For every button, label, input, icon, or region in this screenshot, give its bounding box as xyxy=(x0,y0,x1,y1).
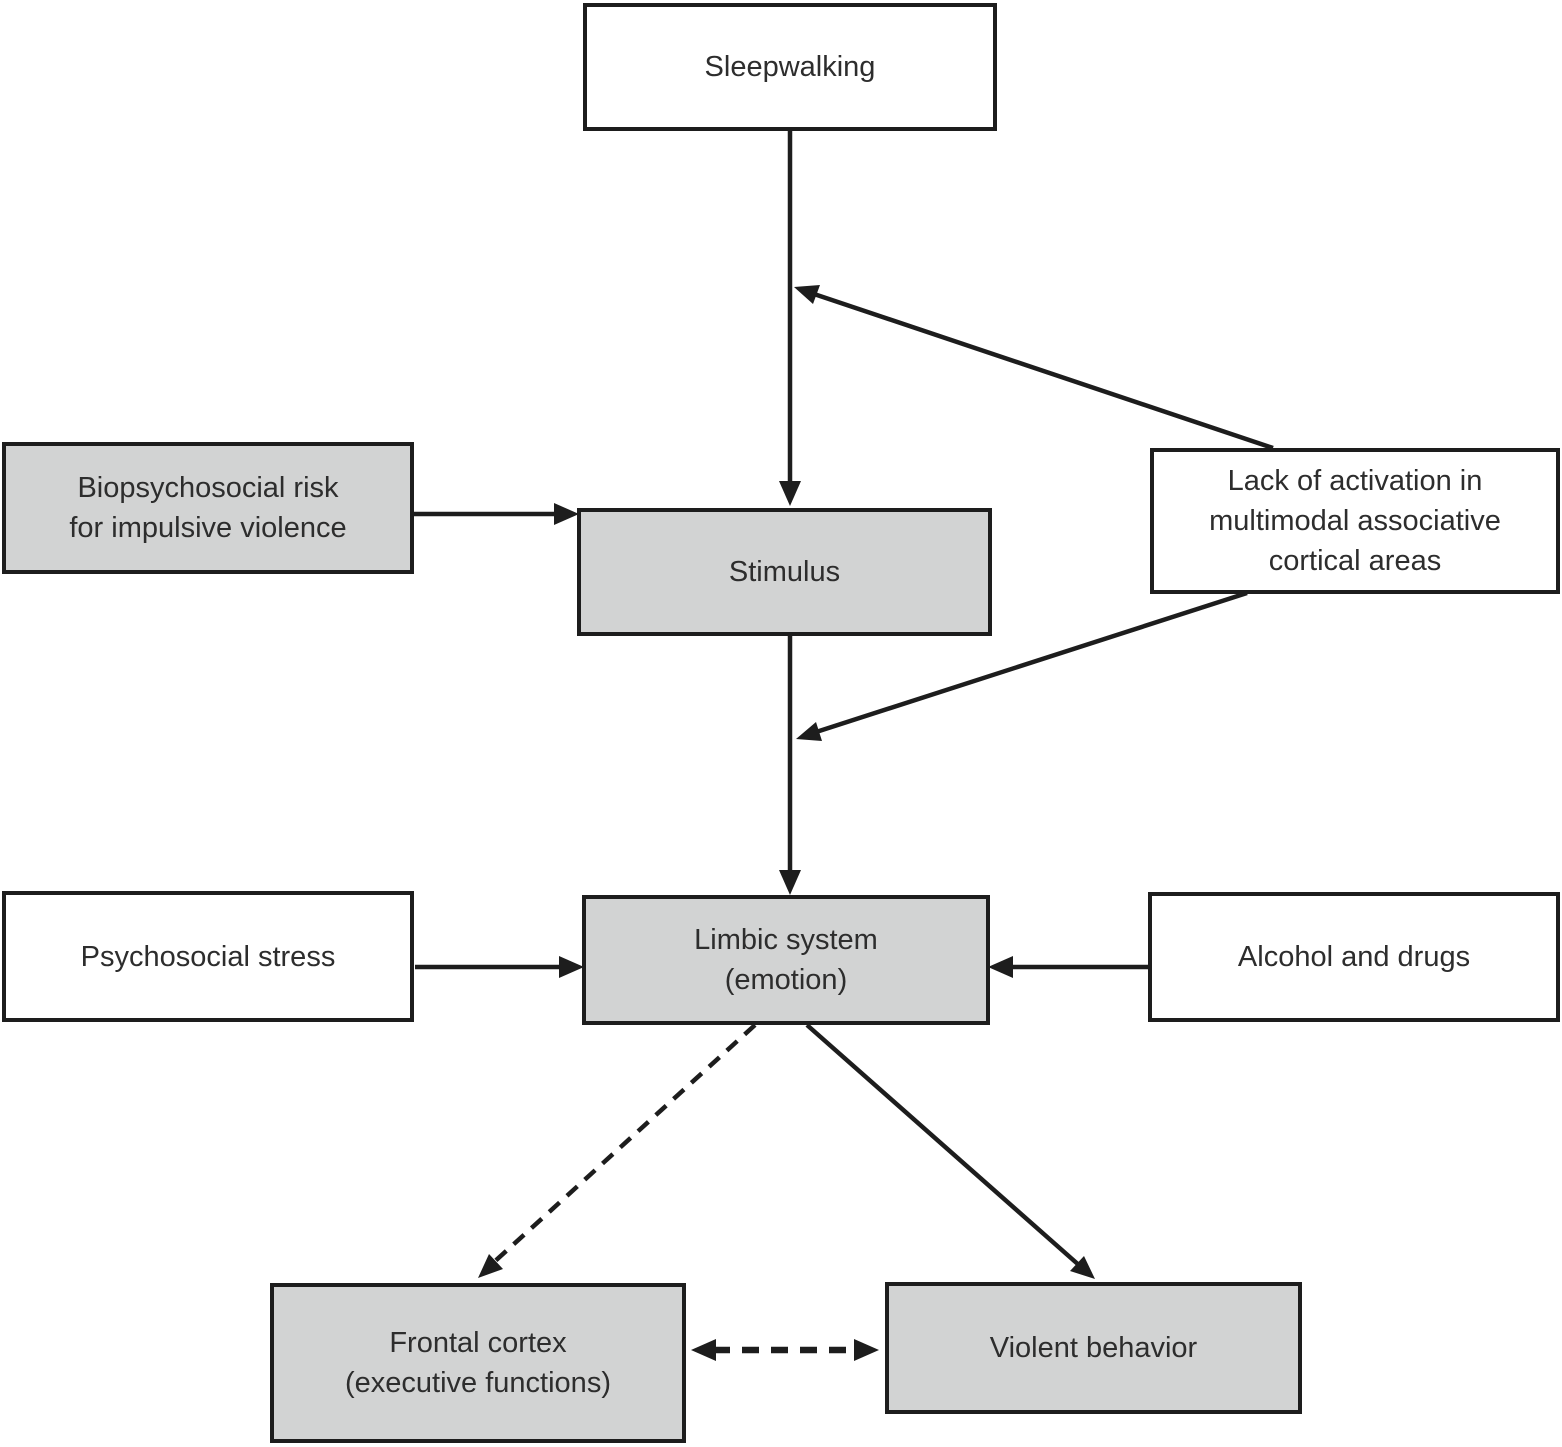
node-frontal-cortex-label: Frontal cortex (executive functions) xyxy=(345,1327,611,1399)
node-psychosocial-stress: Psychosocial stress xyxy=(2,891,414,1022)
node-limbic-system-label: Limbic system (emotion) xyxy=(694,924,878,996)
node-sleepwalking-label: Sleepwalking xyxy=(704,51,876,83)
node-sleepwalking: Sleepwalking xyxy=(583,3,997,131)
edge-lack-to-sleepwalking-pathway xyxy=(813,291,1274,451)
arrowhead-biopsychosocial-to-stimulus xyxy=(554,503,579,525)
node-lack-of-activation: Lack of activation in multimodal associa… xyxy=(1150,448,1560,594)
node-alcohol-and-drugs: Alcohol and drugs xyxy=(1148,892,1560,1022)
arrowhead-lack-to-sleepwalking-pathway xyxy=(794,285,820,304)
node-limbic-system: Limbic system (emotion) xyxy=(582,895,990,1025)
node-violent-behavior: Violent behavior xyxy=(885,1282,1302,1414)
node-biopsychosocial-risk-label: Biopsychosocial risk for impulsive viole… xyxy=(69,472,347,544)
node-stimulus: Stimulus xyxy=(577,508,992,636)
arrowhead-frontal-violent-left xyxy=(691,1339,716,1361)
node-alcohol-and-drugs-label: Alcohol and drugs xyxy=(1237,941,1471,973)
edge-limbic-to-violent xyxy=(805,1023,1082,1268)
arrowhead-psychosocial-to-limbic xyxy=(559,956,584,978)
node-psychosocial-stress-label: Psychosocial stress xyxy=(80,940,336,973)
arrowhead-stimulus-to-limbic xyxy=(779,870,801,895)
arrowhead-frontal-violent-right xyxy=(854,1339,879,1361)
node-stimulus-label: Stimulus xyxy=(728,556,841,588)
node-frontal-cortex: Frontal cortex (executive functions) xyxy=(270,1283,686,1443)
arrowhead-limbic-to-violent xyxy=(1070,1256,1095,1279)
node-biopsychosocial-risk: Biopsychosocial risk for impulsive viole… xyxy=(2,442,414,574)
edge-limbic-to-frontal xyxy=(491,1023,757,1265)
arrowhead-sleepwalking-to-stimulus xyxy=(779,481,801,506)
node-lack-of-activation-label: Lack of activation in multimodal associa… xyxy=(1209,465,1501,577)
arrowhead-lack-to-stimulus-limbic-pathway xyxy=(796,722,822,741)
arrowhead-alcohol-to-limbic xyxy=(988,956,1013,978)
arrowhead-limbic-to-frontal xyxy=(478,1254,503,1278)
node-violent-behavior-label: Violent behavior xyxy=(989,1332,1198,1364)
